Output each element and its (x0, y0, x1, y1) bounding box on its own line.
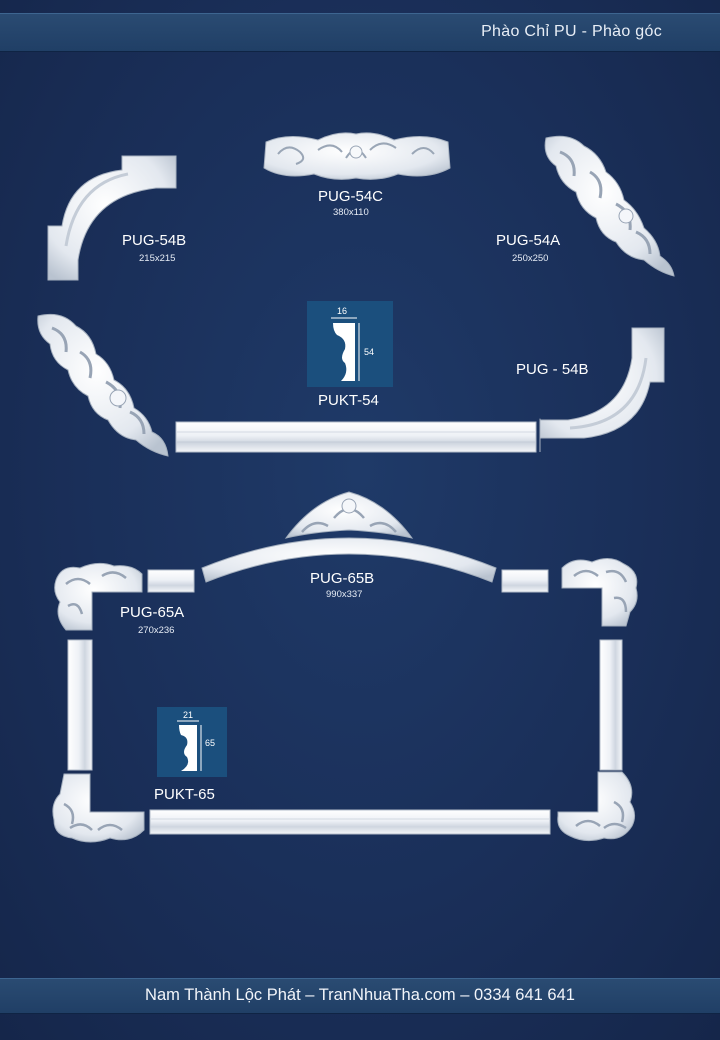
pukt-65-profile-diagram: 21 65 (157, 707, 227, 777)
pug-54b-size: 215x215 (139, 253, 176, 264)
molding-vertical-left-image (67, 639, 93, 771)
molding-piece-left-image (147, 569, 195, 593)
pug-54a-label: PUG-54A (496, 232, 561, 249)
molding-vertical-right-image (599, 639, 623, 771)
pukt-54-profile-diagram: 16 54 (307, 301, 393, 387)
pug-65b-size: 990x337 (326, 589, 363, 600)
pug-65a-corner-top-right-image (561, 558, 638, 627)
pukt-65-width: 21 (183, 710, 194, 720)
pug-65a-label: PUG-65A (120, 604, 185, 621)
pug-54a-corner-left-image (37, 313, 169, 457)
molding-bottom-image (149, 809, 551, 835)
header-bar: Phào Chỉ PU - Phào góc (0, 13, 720, 52)
footer-contact: Nam Thành Lộc Phát – TranNhuaTha.com – 0… (145, 986, 575, 1004)
molding-piece-right-image (501, 569, 549, 593)
pukt-54-width: 16 (337, 306, 348, 316)
pug-54b-alt-label: PUG - 54B (516, 361, 589, 378)
footer-bar: Nam Thành Lộc Phát – TranNhuaTha.com – 0… (0, 978, 720, 1014)
pukt-54-straight-molding-image (175, 421, 537, 453)
pug-65b-arch-image (201, 491, 497, 583)
pug-54b-corner-image (47, 155, 177, 281)
pukt-54-height: 54 (364, 347, 375, 357)
pug-65a-corner-top-left-image (54, 562, 143, 631)
pug-65b-label: PUG-65B (310, 570, 375, 587)
pug-54a-size: 250x250 (512, 253, 549, 264)
pug-65a-corner-bottom-right-image (557, 771, 636, 842)
pug-54c-label: PUG-54C (318, 188, 384, 205)
pug-54b-corner-right-image (539, 327, 665, 452)
page-title: Phào Chỉ PU - Phào góc (481, 23, 662, 40)
pug-65a-size: 270x236 (138, 625, 175, 636)
pug-54c-size: 380x110 (333, 207, 369, 218)
pug-54c-ornament-image (263, 132, 451, 180)
pug-54a-corner-image (544, 135, 675, 277)
pukt-65-label: PUKT-65 (154, 786, 215, 803)
pukt-65-height: 65 (205, 738, 216, 748)
pug-54b-label: PUG-54B (122, 232, 187, 249)
pukt-54-label: PUKT-54 (318, 392, 379, 409)
pug-65a-corner-bottom-left-image (52, 773, 145, 843)
